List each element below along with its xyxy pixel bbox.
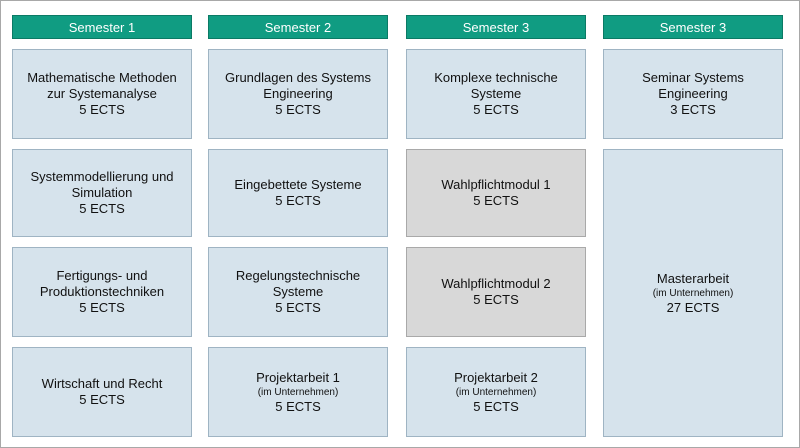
module-ects: 5 ECTS <box>473 292 519 307</box>
module-title-line: Grundlagen des Systems <box>225 70 371 85</box>
module-note: (im Unternehmen) <box>257 386 339 398</box>
module-ects: 3 ECTS <box>670 102 716 117</box>
module-ects: 27 ECTS <box>666 299 720 315</box>
semester-header-2: Semester 2 <box>208 15 388 39</box>
module-card-masterarbeit: Masterarbeit (im Unternehmen) 27 ECTS <box>603 149 783 437</box>
module-card-wirtschaft-recht: Wirtschaft und Recht 5 ECTS <box>12 347 192 437</box>
module-title-line: Systeme <box>470 86 522 101</box>
module-ects: 5 ECTS <box>473 398 519 414</box>
module-title-line: Regelungstechnische <box>235 268 361 283</box>
module-card-systemmodellierung: Systemmodellierung und Simulation 5 ECTS <box>12 149 192 237</box>
semester-header-3: Semester 3 <box>406 15 586 39</box>
module-title-line: zur Systemanalyse <box>47 86 157 101</box>
module-title-line: Projektarbeit 1 <box>256 369 340 385</box>
module-title-line: Eingebettete Systeme <box>234 177 362 192</box>
module-ects: 5 ECTS <box>473 102 519 117</box>
module-card-eingebettete-systeme: Eingebettete Systeme 5 ECTS <box>208 149 388 237</box>
module-note: (im Unternehmen) <box>455 386 537 398</box>
module-ects: 5 ECTS <box>79 102 125 117</box>
module-card-wahlpflichtmodul-1: Wahlpflichtmodul 1 5 ECTS <box>406 149 586 237</box>
module-title-line: Systeme <box>272 284 324 299</box>
module-title-line: Engineering <box>658 86 728 101</box>
module-ects: 5 ECTS <box>79 392 125 407</box>
module-card-projektarbeit-2: Projektarbeit 2 (im Unternehmen) 5 ECTS <box>406 347 586 437</box>
module-title-line: Komplexe technische <box>434 70 558 85</box>
module-ects: 5 ECTS <box>275 102 321 117</box>
module-ects: 5 ECTS <box>275 398 321 414</box>
module-title-line: Wahlpflichtmodul 2 <box>441 276 551 291</box>
module-ects: 5 ECTS <box>473 193 519 208</box>
module-card-seminar-se: Seminar Systems Engineering 3 ECTS <box>603 49 783 139</box>
module-title-line: Wirtschaft und Recht <box>41 376 163 391</box>
module-note: (im Unternehmen) <box>652 287 734 299</box>
semester-header-1: Semester 1 <box>12 15 192 39</box>
semester-header-4: Semester 3 <box>603 15 783 39</box>
module-card-regelungstechnische-systeme: Regelungstechnische Systeme 5 ECTS <box>208 247 388 337</box>
module-card-wahlpflichtmodul-2: Wahlpflichtmodul 2 5 ECTS <box>406 247 586 337</box>
module-card-projektarbeit-1: Projektarbeit 1 (im Unternehmen) 5 ECTS <box>208 347 388 437</box>
module-card-fertigungstechniken: Fertigungs- und Produktionstechniken 5 E… <box>12 247 192 337</box>
module-title-line: Masterarbeit <box>656 270 730 286</box>
module-ects: 5 ECTS <box>275 193 321 208</box>
module-title-line: Simulation <box>71 185 133 200</box>
module-title-line: Engineering <box>263 86 333 101</box>
module-title-line: Wahlpflichtmodul 1 <box>441 177 551 192</box>
module-card-komplexe-systeme: Komplexe technische Systeme 5 ECTS <box>406 49 586 139</box>
module-title-line: Systemmodellierung und <box>30 169 174 184</box>
module-title-line: Seminar Systems <box>642 70 744 85</box>
module-title-line: Fertigungs- und <box>56 268 148 283</box>
module-ects: 5 ECTS <box>79 201 125 216</box>
module-title-line: Produktionstechniken <box>39 284 165 299</box>
module-title-line: Mathematische Methoden <box>27 70 177 85</box>
module-title-line: Projektarbeit 2 <box>454 369 538 385</box>
module-card-grundlagen-se: Grundlagen des Systems Engineering 5 ECT… <box>208 49 388 139</box>
module-ects: 5 ECTS <box>79 300 125 315</box>
module-ects: 5 ECTS <box>275 300 321 315</box>
module-card-mathematische-methoden: Mathematische Methoden zur Systemanalyse… <box>12 49 192 139</box>
